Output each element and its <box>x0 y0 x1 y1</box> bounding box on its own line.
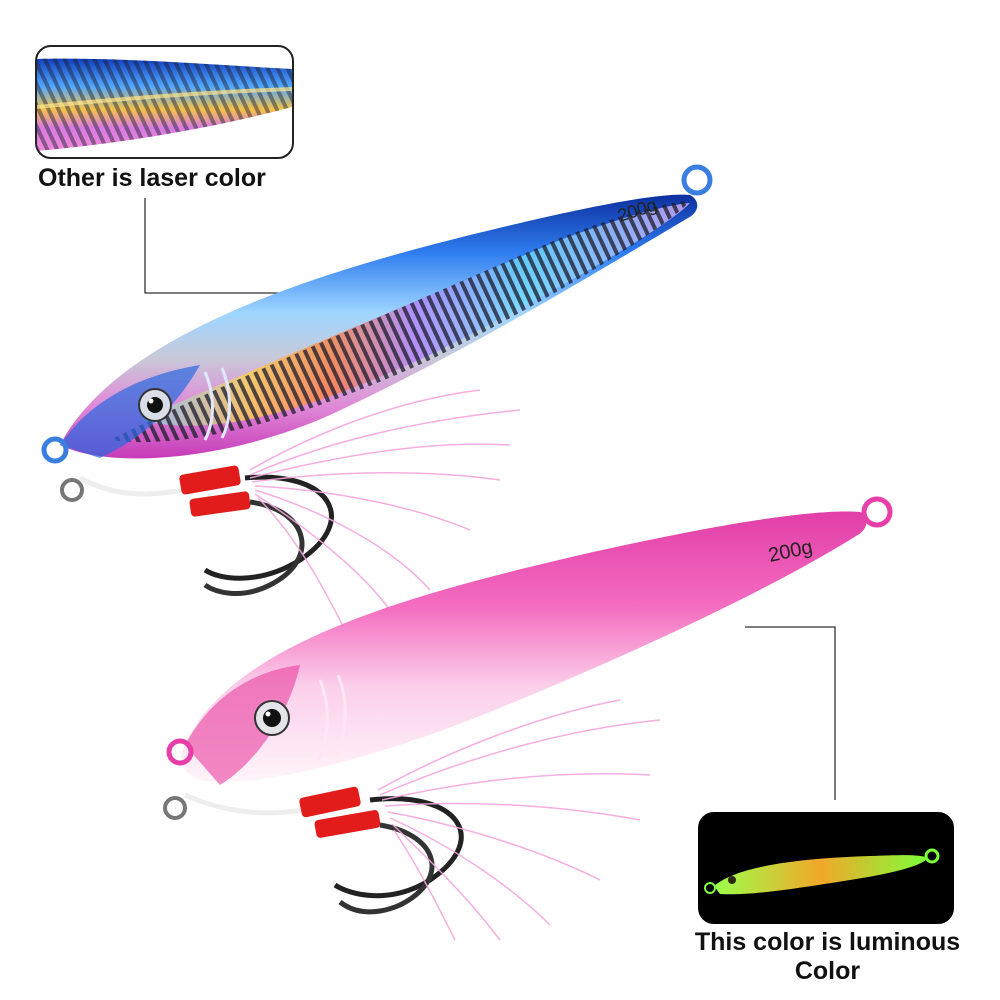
luminous-caption-line-2: Color <box>794 957 861 985</box>
luminous-caption-line-1: This color is luminous <box>694 928 961 956</box>
laser-lure: 200g <box>41 164 713 641</box>
luminous-color-caption: This color is luminous Color <box>670 928 985 986</box>
luminous-closeup-inset <box>698 812 954 924</box>
callout-line-top <box>144 198 330 294</box>
laser-closeup-inset <box>35 45 294 159</box>
luminous-lure: 200g <box>163 496 893 941</box>
callout-line-bottom <box>745 626 836 800</box>
laser-color-caption: Other is laser color <box>38 164 266 192</box>
